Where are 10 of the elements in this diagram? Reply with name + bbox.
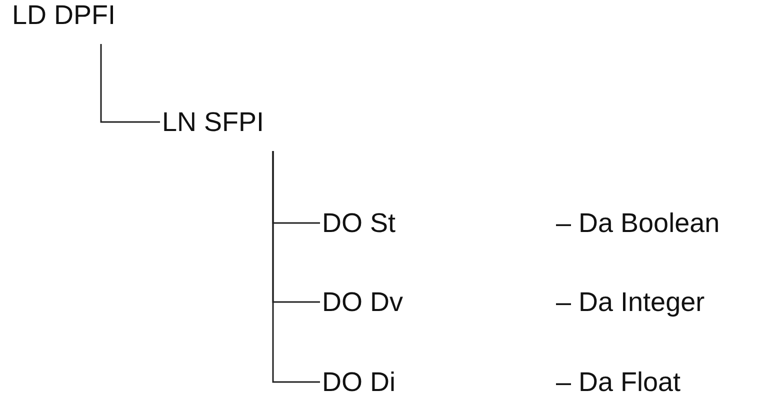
tree-label: LN SFPI [158,103,268,141]
attribute-label: – Da Float [556,366,681,399]
tree-label: LD DPFI [8,0,120,34]
tree-label: DO Dv [318,283,407,321]
tree-label: DO St [318,204,400,242]
tree-label: DO Di [318,363,400,401]
tree-connector [272,151,320,383]
attribute-label: – Da Boolean [556,207,720,240]
attribute-label: – Da Integer [556,286,705,319]
tree-connector [100,44,160,123]
